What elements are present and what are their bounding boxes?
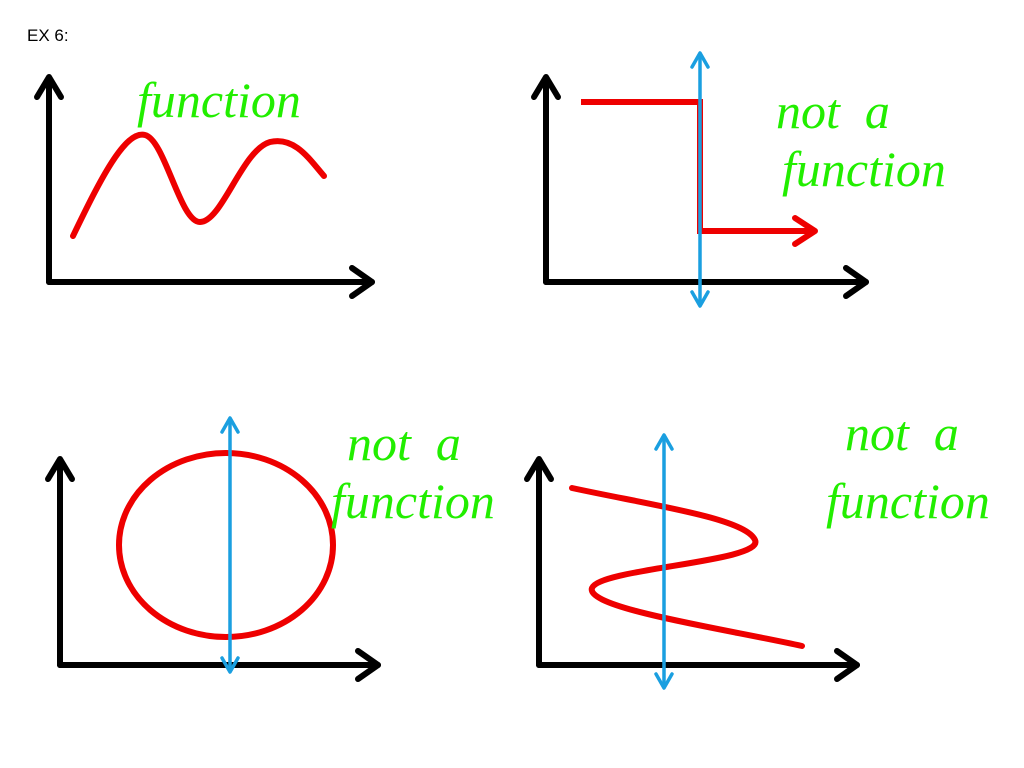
y-axis-arrowhead [34, 74, 64, 100]
panel-s-curve: not a function [524, 405, 990, 690]
label-wave-line-1: function [137, 72, 301, 128]
vertical-line-test [654, 433, 674, 690]
axes [531, 74, 869, 299]
x-axis-arrowhead [843, 265, 869, 299]
panel-wave: function [34, 72, 375, 299]
x-axis-arrowhead [355, 648, 381, 682]
panel-circle: not a function [45, 415, 495, 682]
slide-title: EX 6: [27, 26, 69, 45]
y-axis-arrowhead [45, 456, 75, 482]
y-axis-arrowhead [524, 456, 554, 482]
step-curve-arrowhead [792, 215, 818, 247]
s-curve [569, 485, 805, 649]
label-s-curve-line-2: function [826, 473, 990, 529]
x-axis-arrowhead [349, 265, 375, 299]
axes [45, 456, 381, 682]
x-axis-arrowhead [834, 648, 860, 682]
y-axis-arrowhead [531, 74, 561, 100]
vertical-test-arrowhead-bottom [220, 656, 240, 674]
axes [34, 74, 375, 299]
wave-curve [70, 131, 327, 239]
label-circle-line-1: not a [347, 415, 461, 471]
label-step-line-2: function [782, 141, 946, 197]
vertical-test-arrowhead-top [690, 51, 710, 69]
vertical-test-arrowhead-top [220, 416, 240, 434]
label-circle-line-2: function [331, 473, 495, 529]
axes [524, 456, 860, 682]
vertical-test-arrowhead-bottom [654, 672, 674, 690]
vertical-test-arrowhead-bottom [690, 290, 710, 308]
vertical-test-arrowhead-top [654, 433, 674, 451]
vertical-line-test [690, 51, 710, 308]
label-step-line-1: not a [776, 83, 890, 139]
panel-step: not a function [531, 51, 946, 308]
vertical-line-test [220, 416, 240, 674]
circle-curve [116, 450, 336, 640]
label-s-curve-line-1: not a [845, 405, 959, 461]
